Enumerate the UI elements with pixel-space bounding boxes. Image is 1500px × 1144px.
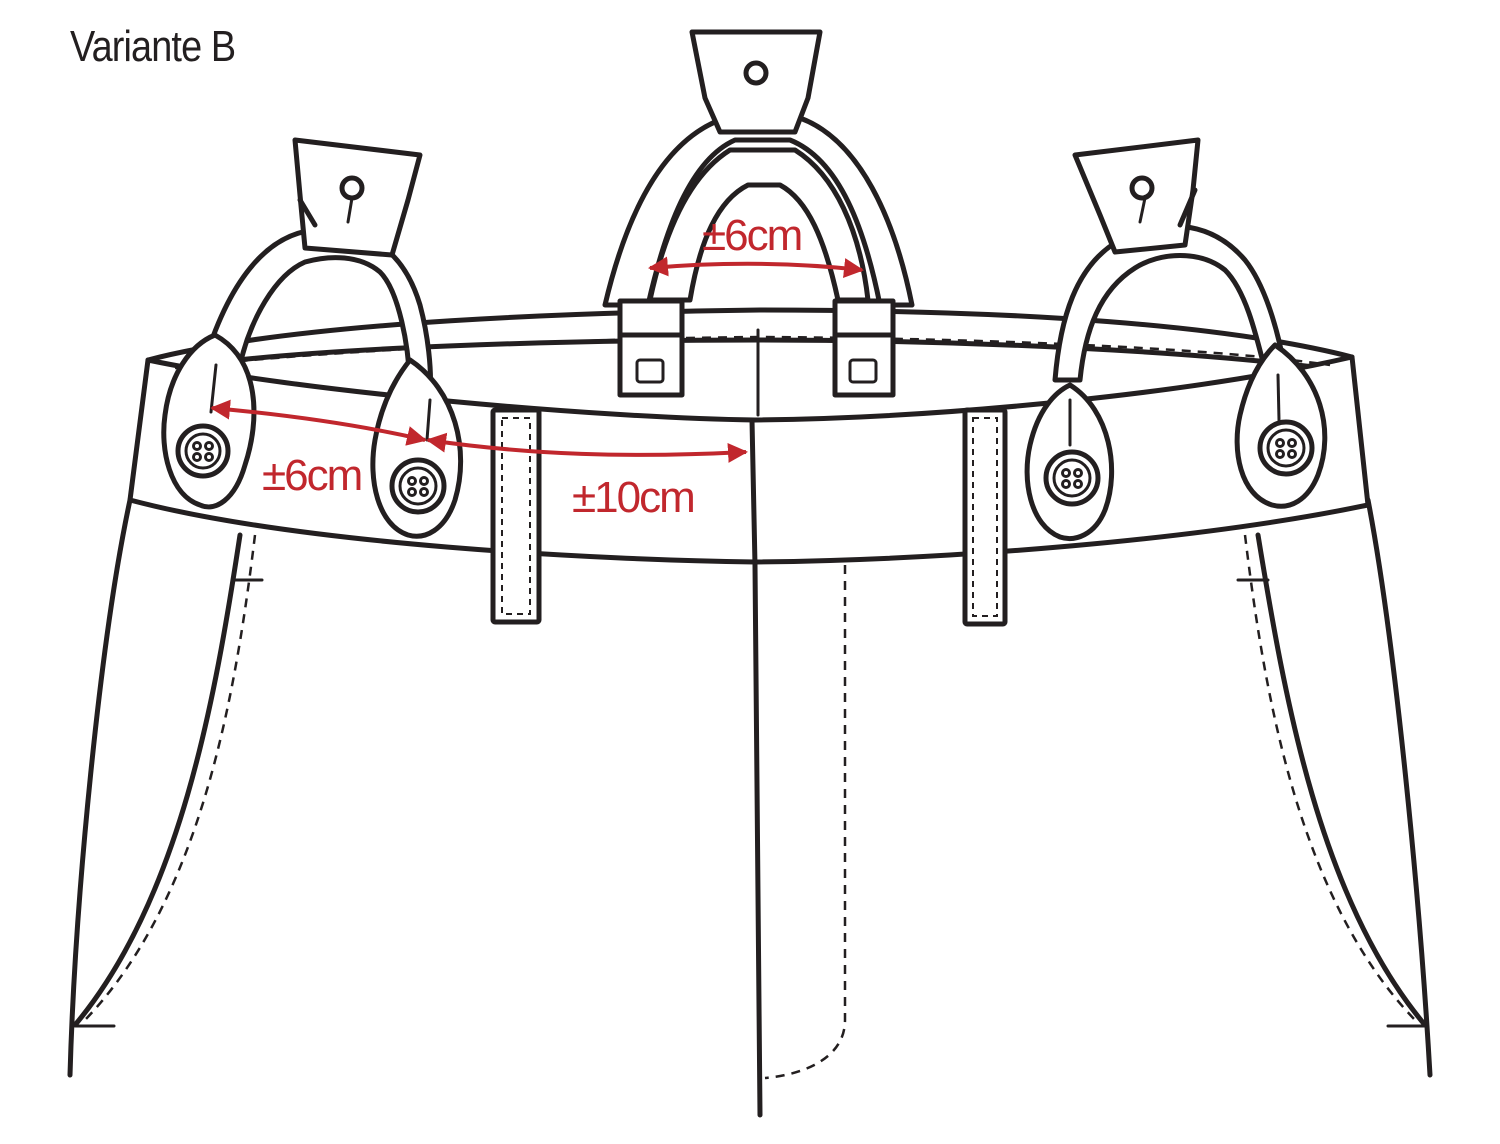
fly-stitching: [764, 565, 847, 1080]
right-suspender: [1024, 137, 1328, 541]
measurement-side: ±6cm: [210, 399, 427, 500]
measure-label-back: ±6cm: [702, 211, 801, 260]
right-leg-stitching: [1243, 534, 1416, 1021]
left-leg-inseam: [72, 532, 243, 1028]
right-leg-outline: [1365, 497, 1433, 1078]
right-leg-inseam: [1255, 532, 1428, 1028]
left-leg-outline: [67, 497, 133, 1078]
back-tab-hole: [743, 60, 769, 86]
waistband: [127, 328, 1371, 568]
right-tab-fold: [1177, 187, 1198, 228]
left-tab-hole: [339, 175, 365, 201]
variant-title: Variante B: [70, 22, 236, 71]
center-seam: [752, 562, 763, 1118]
waistband-top-stitching: [174, 335, 1331, 370]
back-clip-right: [832, 332, 896, 398]
measurement-back: ±6cm: [648, 211, 864, 278]
belt-loop-left: [490, 407, 542, 625]
measurement-center: ±10cm: [426, 432, 748, 522]
back-suspender: [602, 29, 915, 398]
back-clip-right-top: [832, 298, 896, 338]
waistband-center-split: [749, 417, 758, 568]
left-leg-stitching: [84, 534, 257, 1021]
measure-label-side: ±6cm: [262, 451, 361, 500]
back-clip-left-top: [617, 298, 685, 338]
belt-loop-right: [962, 407, 1008, 627]
right-tab-slit: [1138, 196, 1147, 224]
back-clip-right-slot: [848, 358, 878, 384]
measure-arrow-center: [426, 432, 748, 463]
back-strap-outer: [602, 115, 915, 308]
measure-arrow-back: [648, 256, 864, 278]
measure-label-center: ±10cm: [572, 473, 694, 522]
measure-arrow-side: [210, 399, 427, 446]
waistband-inner: [145, 307, 1355, 375]
left-tab-slit: [346, 196, 354, 224]
back-clip-left-slot: [635, 358, 665, 384]
left-tab-fold: [297, 197, 318, 228]
back-clip-left: [617, 332, 685, 398]
right-tab-hole: [1129, 175, 1155, 201]
right-loop-end-b-slit: [1276, 373, 1281, 422]
